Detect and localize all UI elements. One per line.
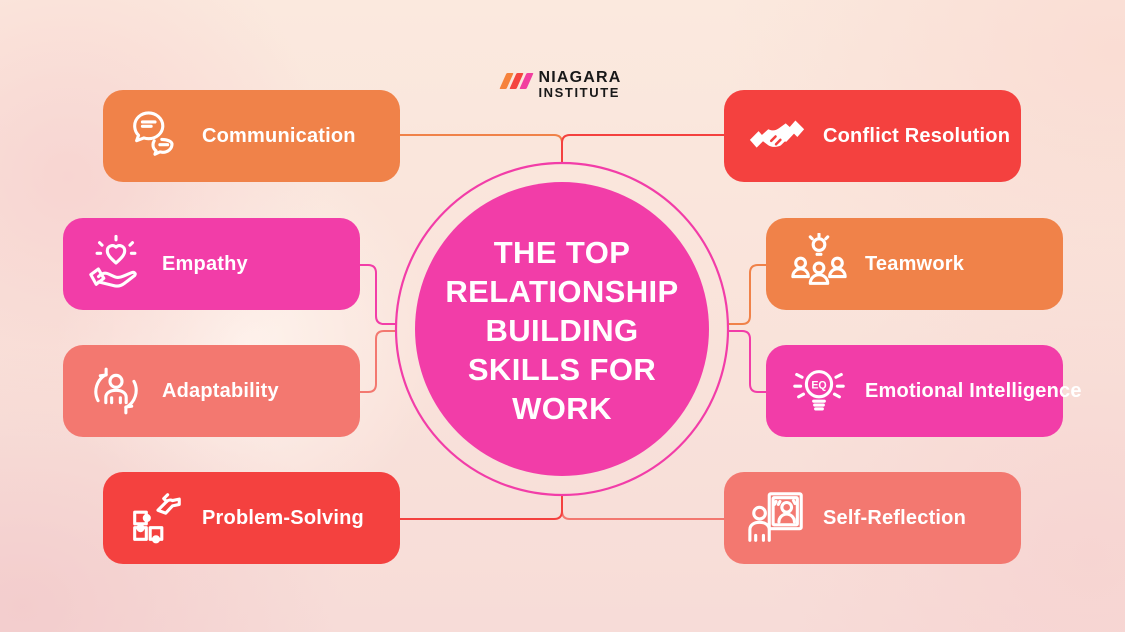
logo-text: NIAGARA INSTITUTE [538, 69, 622, 101]
skill-box-emotional-intelligence: EQ Emotional Intelligence [766, 345, 1081, 437]
title-line: THE TOP [493, 235, 631, 270]
skill-box-empathy: Empathy [63, 218, 360, 310]
hand-heart-icon [85, 233, 147, 295]
title-line: BUILDING [485, 313, 639, 348]
skill-label: Self-Reflection [823, 506, 967, 529]
chat-bubbles-icon [125, 105, 187, 167]
title-line: WORK [512, 391, 612, 426]
skill-label: Emotional Intelligence [865, 379, 1082, 402]
center-ring [394, 161, 730, 497]
connector-communication [400, 134, 563, 163]
niagara-institute-logo: NIAGARA INSTITUTE [0, 69, 1125, 101]
mirror-person-icon [746, 487, 808, 549]
skill-label: Empathy [162, 252, 248, 275]
skill-box-self-reflection: Self-Reflection [724, 472, 1021, 564]
title-line: RELATIONSHIP [445, 274, 679, 309]
connector-empathy [360, 264, 396, 325]
connector-self-reflection [561, 495, 724, 520]
connector-emotional-intelligence [728, 330, 766, 393]
puzzle-hand-icon [125, 487, 187, 549]
person-refresh-icon [85, 360, 147, 422]
connector-conflict-resolution [561, 134, 724, 163]
center-disc [415, 182, 709, 476]
center-title: THE TOP RELATIONSHIP BUILDING SKILLS FOR… [401, 233, 723, 428]
skill-label: Adaptability [162, 379, 279, 402]
connector-adaptability [360, 330, 396, 393]
connector-problem-solving [400, 495, 563, 520]
skill-label: Conflict Resolution [823, 124, 1011, 147]
skill-box-teamwork: Teamwork [766, 218, 1063, 310]
skill-box-problem-solving: Problem-Solving [103, 472, 400, 564]
skill-box-communication: Communication [103, 90, 400, 182]
skill-box-adaptability: Adaptability [63, 345, 360, 437]
skill-box-conflict-resolution: Conflict Resolution [724, 90, 1021, 182]
handshake-icon [746, 105, 808, 167]
skill-label: Communication [202, 124, 356, 147]
team-lightbulb-icon [788, 233, 850, 295]
eq-icon-text: EQ [811, 380, 826, 392]
title-line: SKILLS FOR [467, 352, 657, 387]
eq-lightbulb-icon: EQ [788, 360, 850, 422]
connector-teamwork [728, 264, 766, 325]
logo-name: NIAGARA [538, 69, 622, 86]
skill-label: Problem-Solving [202, 506, 364, 529]
skill-label: Teamwork [865, 252, 965, 275]
logo-subname: INSTITUTE [538, 85, 621, 101]
